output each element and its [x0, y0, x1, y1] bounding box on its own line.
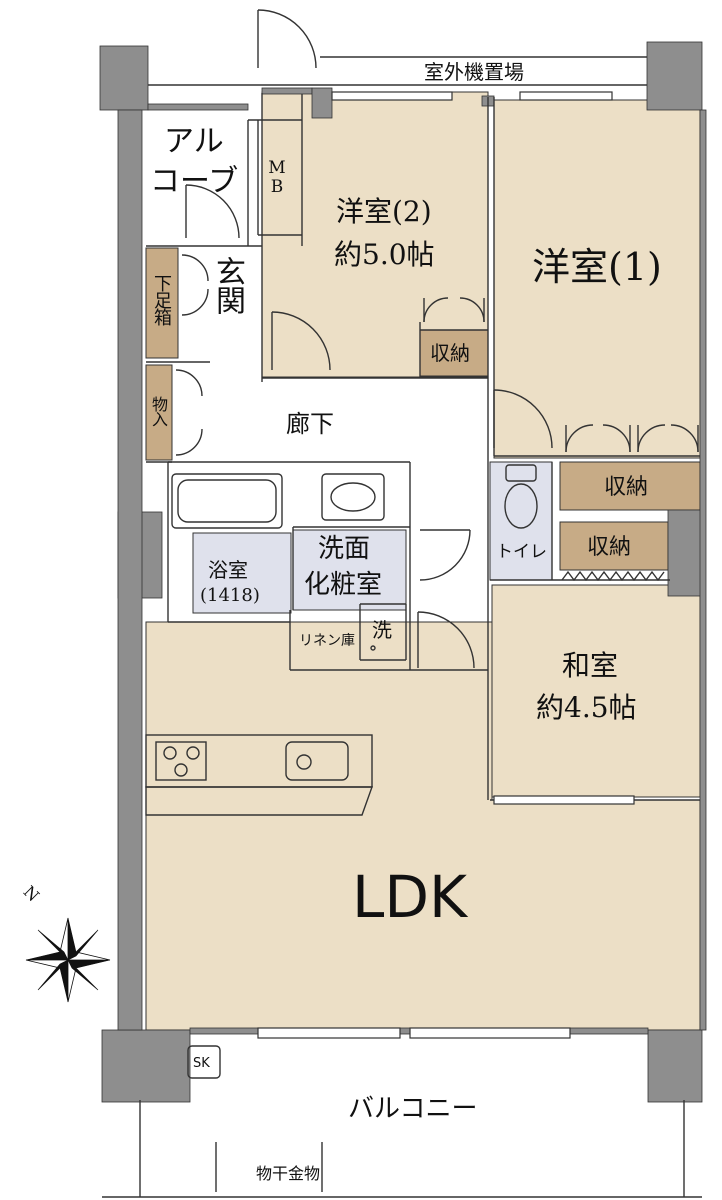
bath-name: 浴室	[208, 558, 248, 582]
ldk-label: LDK	[352, 863, 468, 931]
partitions	[146, 56, 700, 801]
shoe-box-fill	[145, 247, 179, 359]
closet-a-label: 収納	[604, 475, 649, 500]
compass-icon	[25, 917, 111, 1003]
sleeve-label: SK	[193, 1056, 210, 1071]
outdoor-unit-label: 室外機置場	[424, 60, 524, 84]
closet-b-label: 収納	[587, 535, 632, 560]
windows	[257, 91, 635, 1039]
entrance-label: 玄関	[210, 256, 245, 314]
shoe-box-label: 下足箱	[151, 274, 172, 325]
western-room-2-size: 約5.0帖	[334, 238, 435, 271]
doors	[175, 9, 699, 669]
western-room-2-name: 洋室(2)	[336, 195, 432, 228]
toilet-label: トイレ	[496, 542, 547, 562]
closet-a-fill	[559, 461, 701, 511]
western-room-1-name: 洋室(1)	[532, 245, 662, 289]
bath-size: (1418)	[200, 585, 260, 606]
western-room-1-fill	[493, 99, 701, 459]
hallway-label: 廊下	[286, 410, 334, 438]
meter-box-label: MB	[267, 158, 287, 196]
bath-fill	[192, 532, 292, 614]
washroom-label-line1: 洗面	[318, 534, 371, 564]
balcony-label: バルコニー	[348, 1094, 478, 1124]
closet-w2-label: 収納	[430, 341, 470, 365]
japanese-room-size: 約4.5帖	[536, 691, 637, 724]
washer-label: 洗	[372, 618, 392, 642]
hatch	[561, 570, 665, 582]
fixtures	[102, 464, 702, 1198]
toilet-fill	[489, 461, 553, 581]
japanese-room-name: 和室	[562, 649, 619, 682]
storage-small-fill	[145, 364, 173, 461]
drying-hardware-label: 物干金物	[256, 1164, 321, 1183]
alcove-label-line2: コーブ	[150, 164, 239, 199]
washroom-label-line2: 化粧室	[304, 570, 383, 600]
storage-small-label: 物入	[149, 396, 168, 426]
alcove-label-line1: アル	[164, 124, 224, 159]
japanese-room-fill	[491, 584, 701, 798]
linen-closet-label: リネン庫	[299, 633, 355, 649]
